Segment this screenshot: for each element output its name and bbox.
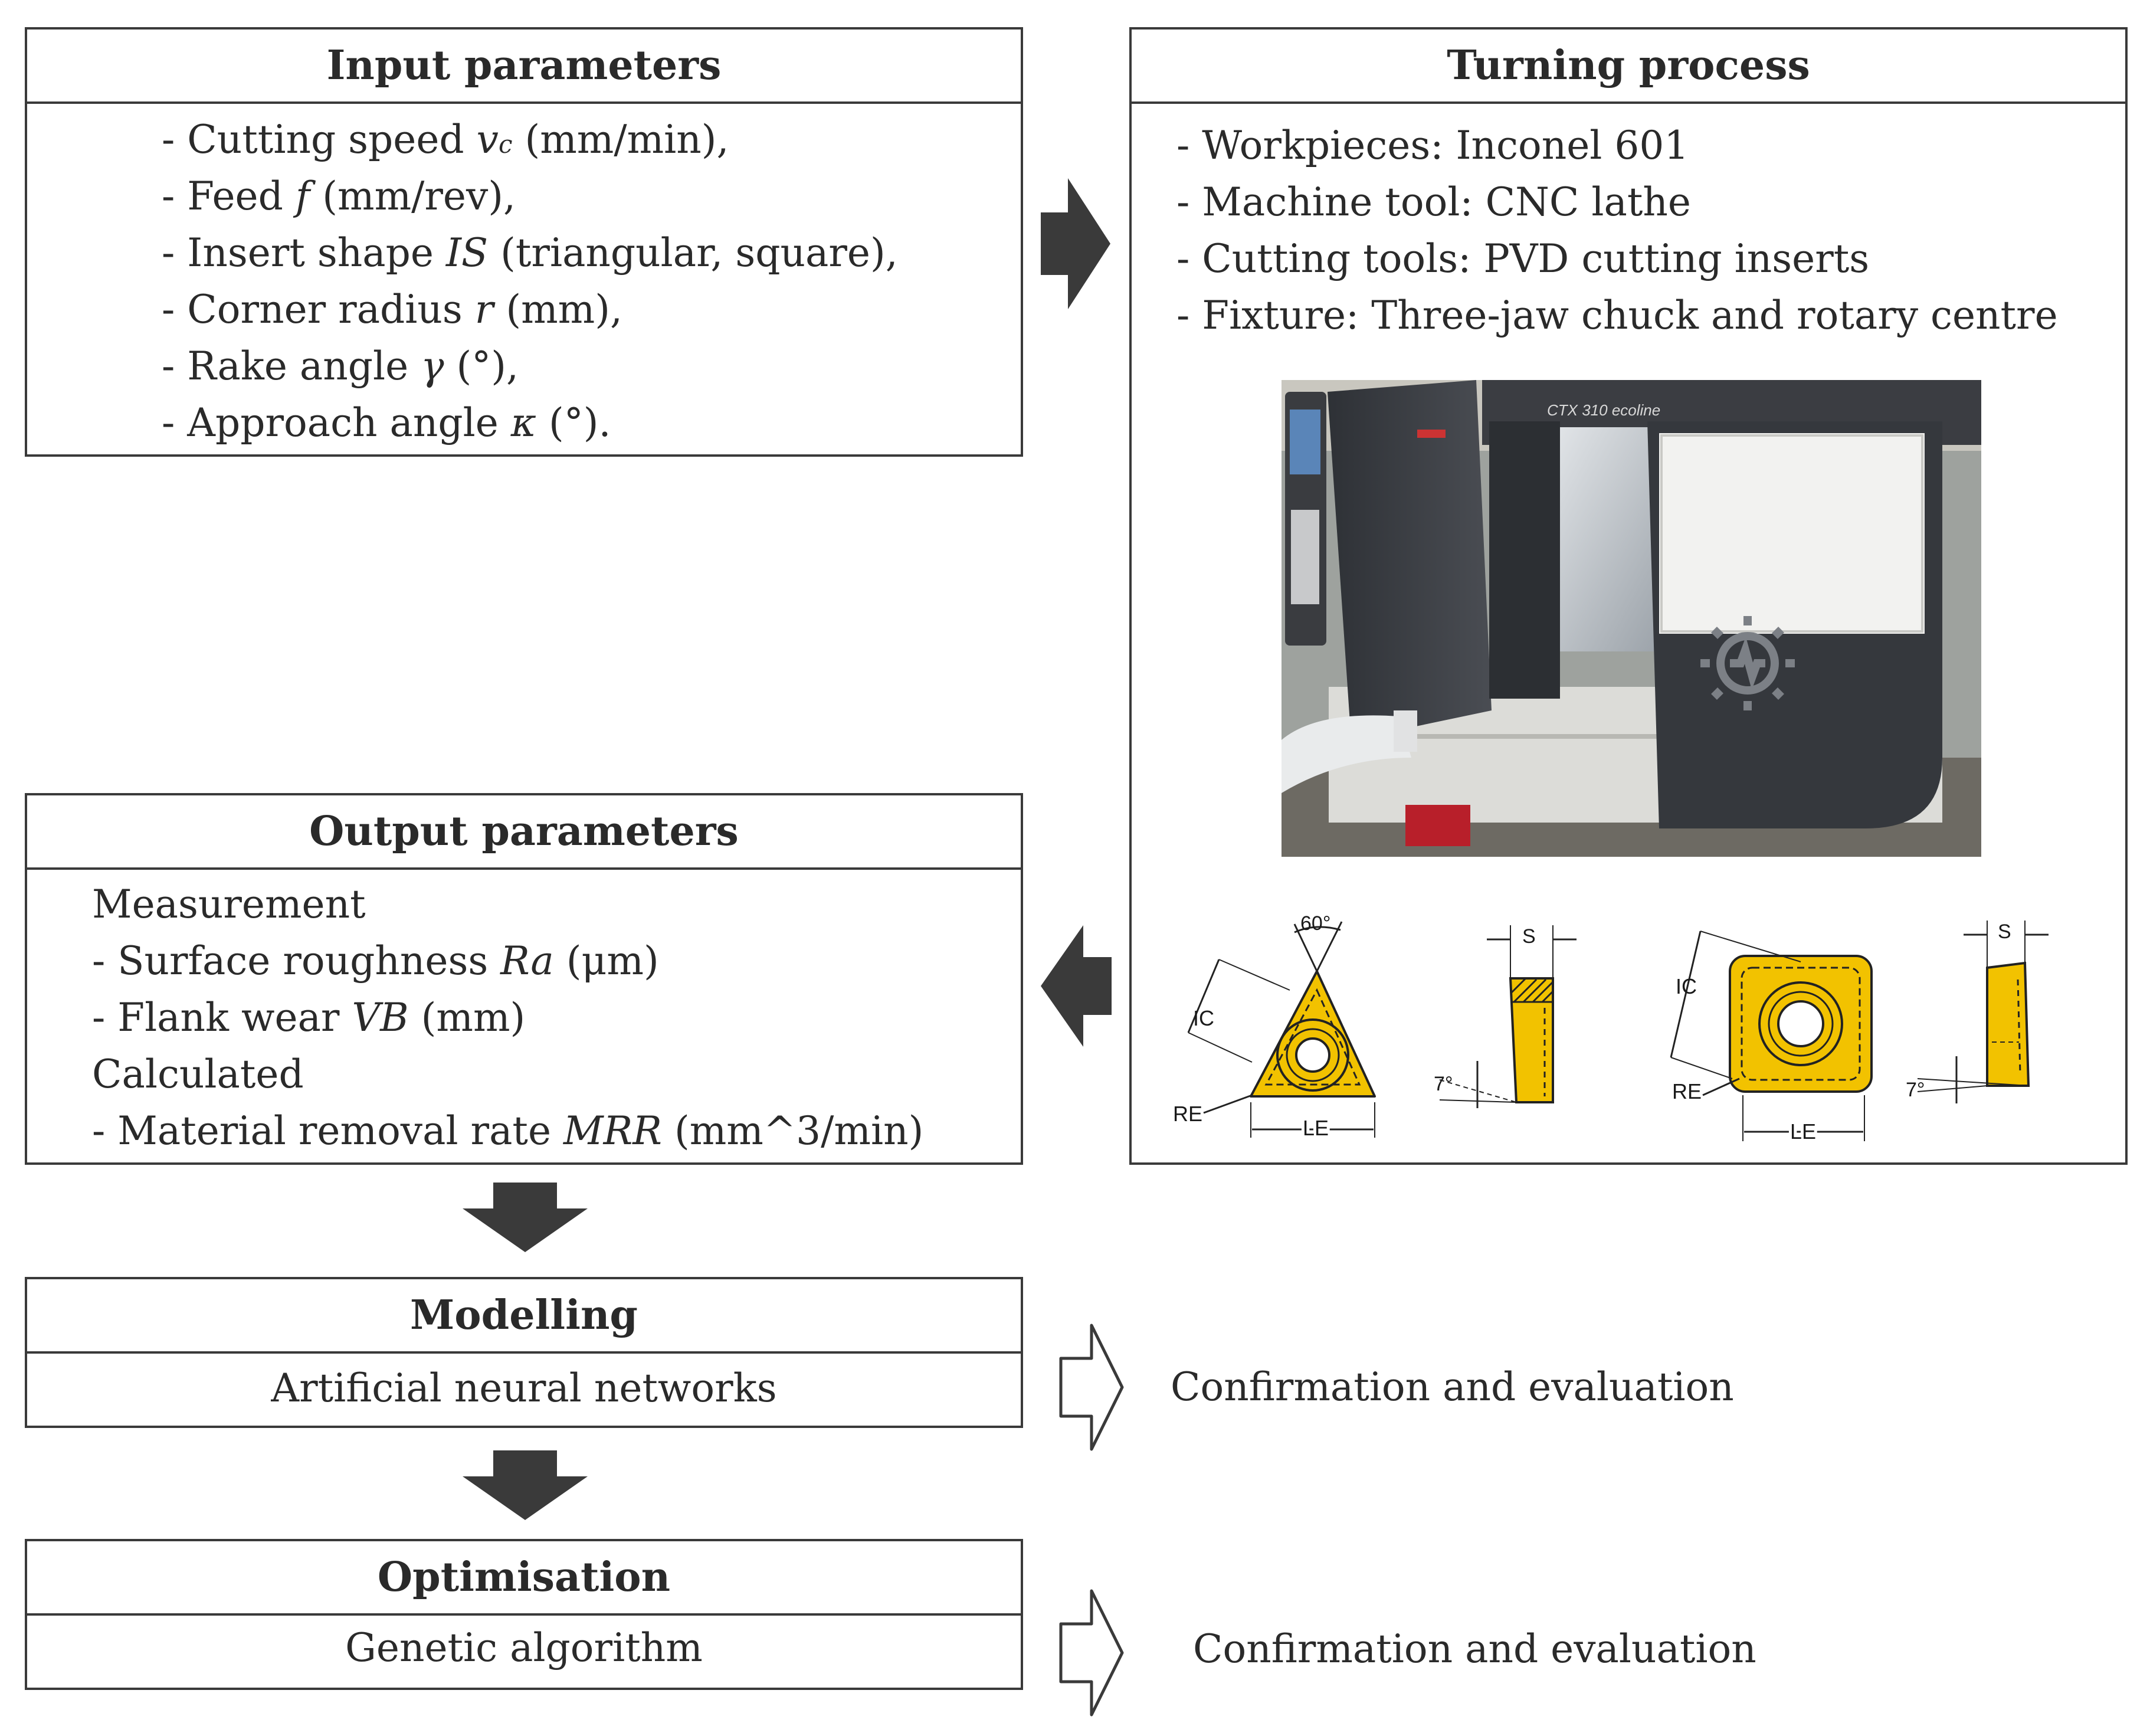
- output-parameters-box: Output parameters Measurement - Surface …: [25, 793, 1023, 1165]
- modelling-box: Modelling Artificial neural networks: [25, 1277, 1023, 1428]
- input-param-cutting-speed: - Cutting speed vc (mm/min),: [162, 117, 729, 162]
- cnc-lathe-photo: CTX 310 ecoline: [1282, 380, 1981, 857]
- optimisation-side-note: Confirmation and evaluation: [1193, 1626, 1756, 1672]
- triangular-s-label: S: [1522, 925, 1536, 948]
- output-param-flank-wear: - Flank wear VB (mm): [92, 995, 526, 1040]
- turning-item-cutting-tools: - Cutting tools: PVD cutting inserts: [1176, 236, 1870, 281]
- input-param-rake-angle: - Rake angle γ (°),: [162, 343, 519, 389]
- input-param-insert-shape: - Insert shape IS (triangular, square),: [162, 230, 898, 276]
- triangular-insert-side-drawing: S 7°: [1434, 925, 1577, 1108]
- measurement-label: Measurement: [92, 882, 366, 927]
- square-insert-drawing: IC RE LE: [1670, 931, 1873, 1147]
- input-parameters-box: Input parameters - Cutting speed vc (mm/…: [25, 27, 1023, 457]
- turning-item-workpieces: - Workpieces: Inconel 601: [1176, 123, 1689, 168]
- modelling-title: Modelling: [27, 1279, 1021, 1354]
- outline-arrow-right-icon: [1059, 1589, 1124, 1717]
- arrow-left-icon: [1041, 925, 1112, 1047]
- input-param-corner-radius: - Corner radius r (mm),: [162, 287, 622, 332]
- arrow-right-icon: [1041, 178, 1110, 309]
- turning-process-title: Turning process: [1132, 30, 2125, 104]
- square-insert-side-drawing: S 7°: [1906, 921, 2049, 1103]
- square-clearance-label: 7°: [1906, 1079, 1925, 1101]
- triangular-ic-label: IC: [1193, 1006, 1214, 1030]
- square-le-label: LE: [1790, 1119, 1816, 1144]
- arrow-down-icon: [463, 1183, 588, 1252]
- input-param-feed: - Feed f (mm/rev),: [162, 173, 516, 219]
- output-param-mrr: - Material removal rate MRR (mm^3/min): [92, 1108, 924, 1154]
- triangular-re-label: RE: [1173, 1102, 1202, 1126]
- outline-arrow-right-icon: [1059, 1324, 1124, 1451]
- turning-item-fixture: - Fixture: Three-jaw chuck and rotary ce…: [1176, 293, 2058, 338]
- input-parameters-title: Input parameters: [27, 30, 1021, 104]
- optimisation-body: Genetic algorithm: [345, 1625, 703, 1671]
- square-re-label: RE: [1672, 1079, 1702, 1103]
- triangular-le-label: LE: [1303, 1116, 1329, 1140]
- gear-logo-icon: [1700, 616, 1795, 710]
- turning-item-machine-tool: - Machine tool: CNC lathe: [1176, 179, 1691, 225]
- modelling-side-note: Confirmation and evaluation: [1171, 1364, 1734, 1410]
- output-parameters-title: Output parameters: [27, 795, 1021, 870]
- arrow-down-icon: [463, 1450, 588, 1520]
- square-ic-label: IC: [1676, 974, 1697, 998]
- insert-angle-label: 60°: [1300, 912, 1330, 935]
- triangular-clearance-label: 7°: [1434, 1073, 1453, 1095]
- input-param-approach-angle: - Approach angle κ (°).: [162, 400, 611, 446]
- triangular-insert-drawing: 60° IC RE LE: [1173, 912, 1376, 1143]
- modelling-body: Artificial neural networks: [271, 1365, 777, 1411]
- optimisation-box: Optimisation Genetic algorithm: [25, 1539, 1023, 1690]
- calculated-label: Calculated: [92, 1052, 304, 1097]
- output-param-surface-roughness: - Surface roughness Ra (μm): [92, 938, 659, 984]
- square-s-label: S: [1998, 921, 2011, 943]
- machine-badge: CTX 310 ecoline: [1547, 401, 1660, 419]
- optimisation-title: Optimisation: [27, 1541, 1021, 1616]
